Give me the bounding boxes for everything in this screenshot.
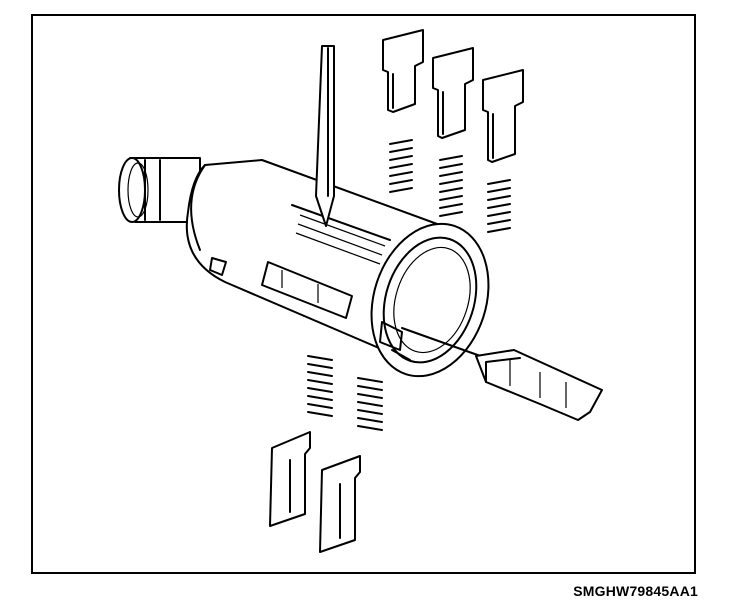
figure-code: SMGHW79845AA1 — [573, 583, 698, 599]
lock-cylinder-body — [118, 157, 490, 378]
tumbler-retainer — [401, 327, 603, 421]
upper-tumblers — [382, 29, 524, 163]
screwdriver — [315, 45, 335, 227]
figure-frame — [31, 14, 696, 574]
upper-springs — [389, 139, 511, 233]
lower-tumblers — [269, 431, 361, 553]
lower-springs — [307, 355, 383, 431]
